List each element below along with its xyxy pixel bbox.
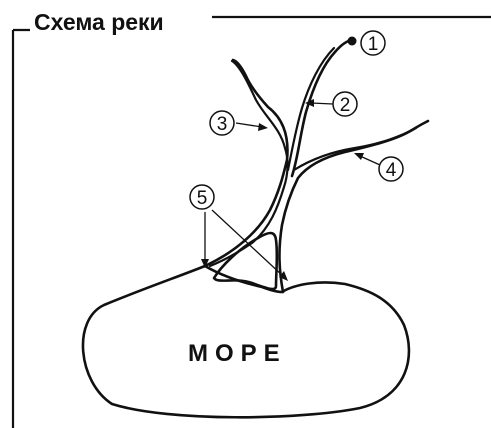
marker-3-label: 3 (217, 114, 228, 135)
pointer-4 (359, 155, 381, 166)
marker-3: 3 (209, 110, 235, 136)
main-river-right-bank (278, 119, 430, 294)
diagram-title: Схема реки (34, 9, 164, 35)
tributary-right (292, 126, 418, 172)
marker-1: 1 (360, 30, 386, 56)
marker-1-label: 1 (368, 34, 379, 55)
sea-label: МОРЕ (188, 340, 287, 367)
marker-2: 2 (332, 91, 358, 117)
pointer-5-right (211, 209, 284, 277)
marker-5: 5 (189, 184, 215, 210)
river-system (203, 36, 430, 294)
pointer-3 (235, 122, 263, 128)
arrowhead-5-right (279, 271, 288, 281)
marker-5-circle (189, 184, 215, 210)
marker-2-circle (332, 91, 358, 117)
arrowhead-3 (258, 123, 268, 131)
marker-2-label: 2 (340, 95, 351, 116)
upper-tributary (290, 38, 354, 178)
marker-4-label: 4 (386, 160, 397, 181)
pointers (201, 99, 381, 281)
delta-island (212, 231, 279, 291)
river-source-dot (347, 36, 357, 46)
marker-3-circle (209, 110, 235, 136)
arrowhead-2 (305, 99, 314, 107)
marker-4-circle (378, 156, 404, 182)
pointer-2 (310, 102, 334, 105)
main-river-left-bank (203, 58, 289, 268)
frame (11, 15, 491, 428)
marker-4: 4 (378, 156, 404, 182)
sea-shape (81, 264, 411, 419)
marker-5-label: 5 (197, 188, 208, 209)
arrowhead-5-left (201, 259, 209, 268)
marker-1-circle (360, 30, 386, 56)
arrowhead-4 (354, 153, 364, 160)
upper-tributary-inner (286, 46, 336, 172)
